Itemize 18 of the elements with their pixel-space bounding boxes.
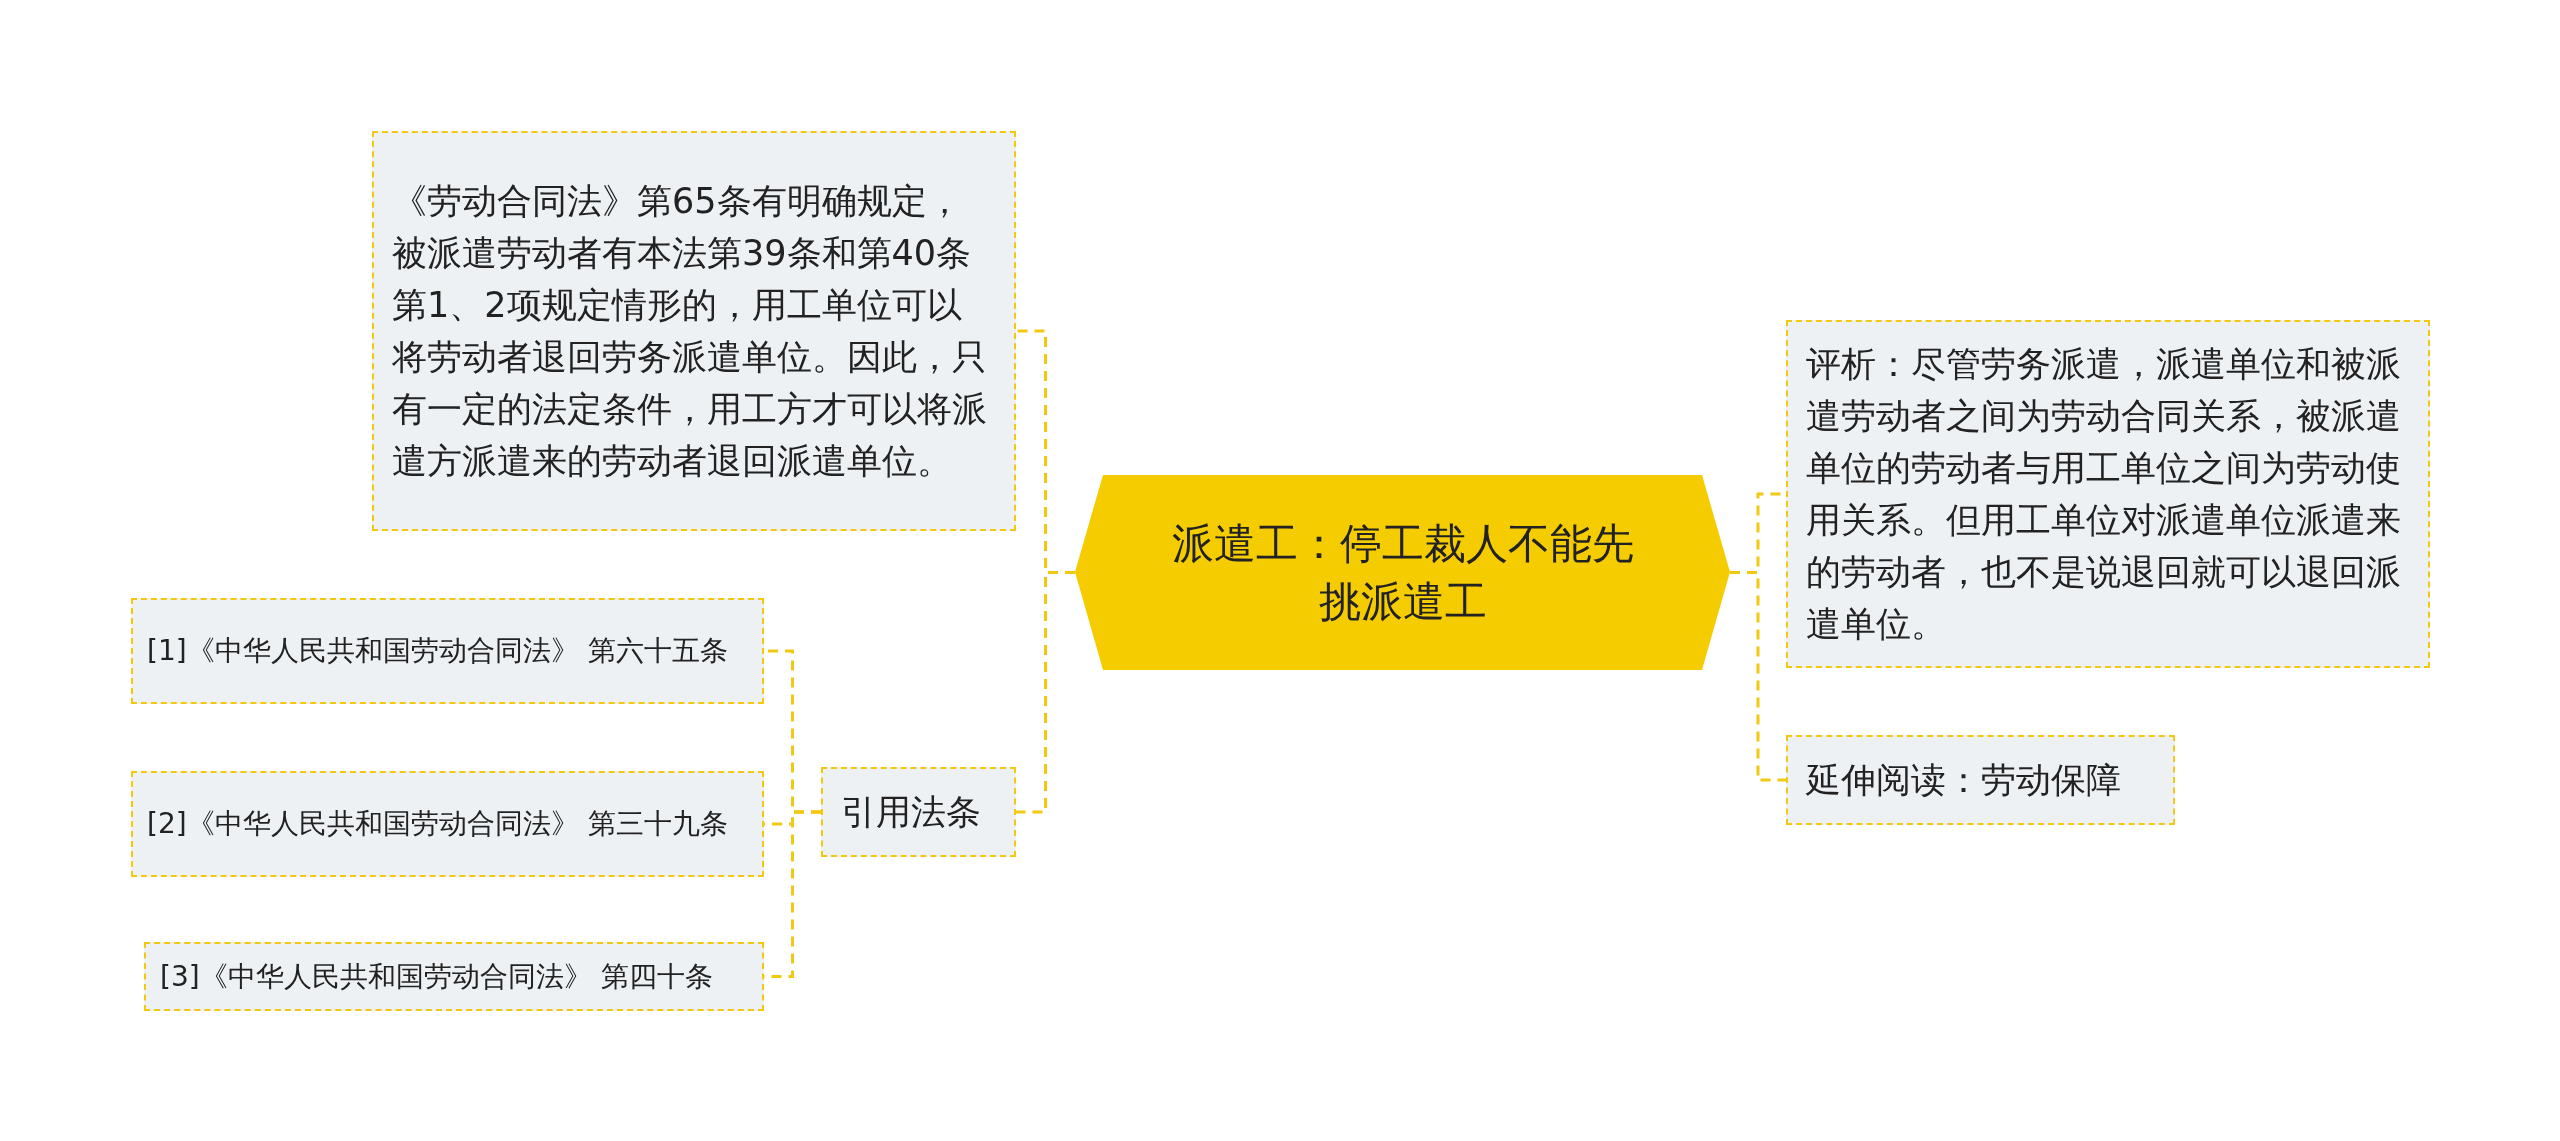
topic-text: 延伸阅读：劳动保障 [1806, 759, 2121, 802]
topic-text: 派遣工：停工裁人不能先挑派遣工 [1170, 517, 1635, 628]
topic-text: 引用法条 [841, 791, 981, 834]
topic-text: [3]《中华人民共和国劳动合同法》 第四十条 [160, 958, 713, 995]
topic-box [131, 771, 764, 877]
topic-box [821, 767, 1016, 857]
topic-box [1786, 320, 2430, 668]
central-topic-hexagon [1075, 475, 1730, 670]
topic-text: [2]《中华人民共和国劳动合同法》 第三十九条 [147, 806, 728, 842]
topic-box [131, 598, 764, 704]
topic-text: [1]《中华人民共和国劳动合同法》 第六十五条 [147, 633, 728, 669]
connector-line [1730, 571, 1786, 782]
topic-text: 《劳动合同法》第65条有明确规定，被派遣劳动者有本法第39条和第40条第1、2项规定情形的，用工单位可以将劳动者退回劳务派遣单位。因此，只有一定的法定条件，用工方才可以将派遣方派遣来的劳动者退回派遣单位。 [392, 180, 988, 483]
topic-box [372, 131, 1016, 531]
topic-box [1786, 735, 2175, 825]
topic-text: 评析：尽管劳务派遣，派遣单位和被派遣劳动者之间为劳动合同关系，被派遣单位的劳动者与用工单位之间为劳动使用关系。但用工单位对派遣单位派遣来的劳动者，也不是说退回就可以退回派遣单位。 [1806, 343, 2402, 646]
topic-box [144, 942, 764, 1011]
connector-line [1016, 571, 1075, 814]
